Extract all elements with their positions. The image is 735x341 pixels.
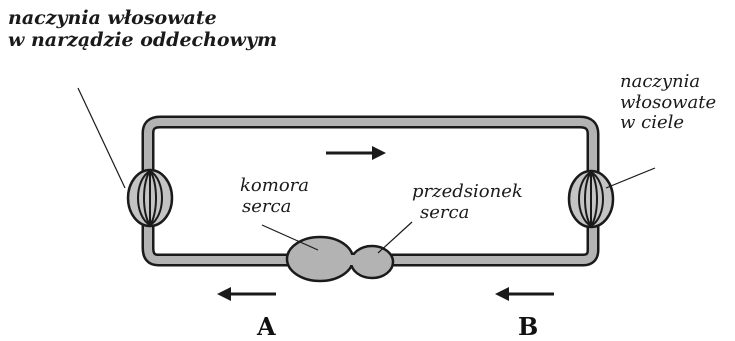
- arrow-left-icon: [217, 287, 276, 301]
- label-body-capillaries-line3: w ciele: [620, 113, 716, 134]
- vessel-loop-outline: [148, 122, 593, 260]
- label-atrium-line1: przedsionek: [412, 182, 523, 203]
- arrow-right-icon: [326, 146, 386, 160]
- label-ventricle: komora serca: [240, 176, 309, 217]
- lung-capillary-bed: [128, 170, 172, 226]
- leader-body-capillaries: [606, 168, 655, 188]
- body-capillary-bed: [569, 171, 613, 227]
- label-atrium-line2: serca: [412, 203, 523, 224]
- label-ventricle-line2: serca: [240, 197, 309, 218]
- label-lung-capillaries-line2: w narządzie oddechowym: [8, 30, 277, 52]
- label-body-capillaries-line1: naczynia: [620, 72, 716, 93]
- vessel-loop-fill: [148, 122, 593, 260]
- letter-a: A: [257, 312, 276, 341]
- leader-lung-capillaries: [78, 88, 125, 188]
- letter-b: B: [518, 312, 538, 341]
- label-body-capillaries-line2: włosowate: [620, 93, 716, 114]
- label-ventricle-line1: komora: [240, 176, 309, 197]
- label-lung-capillaries: naczynia włosowate w narządzie oddechowy…: [8, 8, 277, 52]
- label-lung-capillaries-line1: naczynia włosowate: [8, 8, 277, 30]
- arrow-left-icon: [495, 287, 554, 301]
- label-body-capillaries: naczynia włosowate w ciele: [620, 72, 716, 134]
- leader-atrium: [378, 222, 412, 253]
- label-atrium: przedsionek serca: [412, 182, 523, 223]
- heart-ventricle: [287, 237, 353, 281]
